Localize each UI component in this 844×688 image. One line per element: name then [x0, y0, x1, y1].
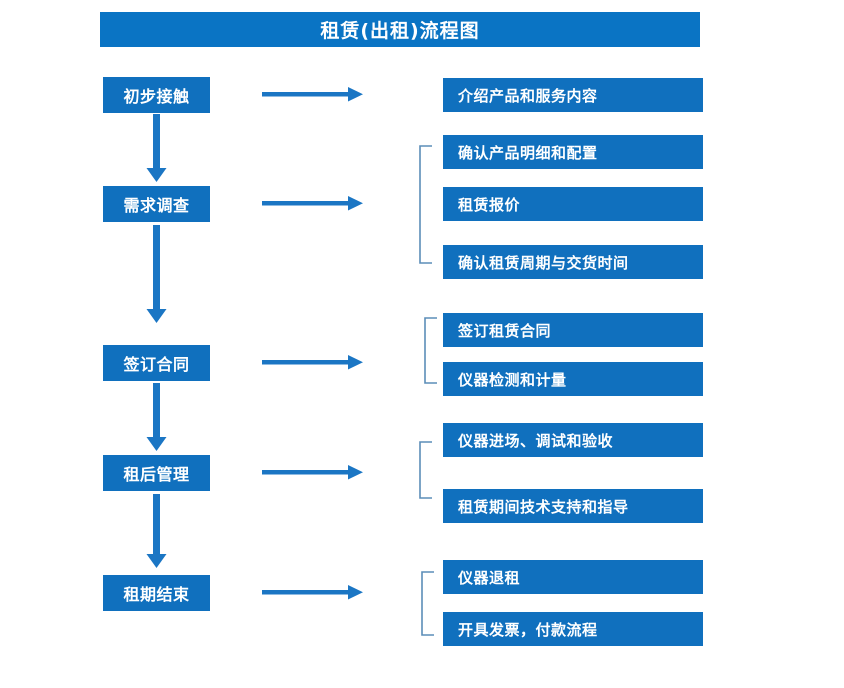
detail-box-instrument-return[interactable]: 仪器退租 — [443, 560, 703, 594]
vertical-arrow-demand-to-contract — [146, 225, 167, 323]
stage-box-demand-survey[interactable]: 需求调查 — [103, 186, 210, 222]
bracket-post-rental-management — [419, 441, 432, 499]
vertical-arrow-postrental-to-end — [146, 494, 167, 568]
detail-box-instrument-inspection[interactable]: 仪器检测和计量 — [443, 362, 703, 396]
detail-box-sign-rental-contract[interactable]: 签订租赁合同 — [443, 313, 703, 347]
vertical-arrow-contract-to-postrental — [146, 383, 167, 451]
horizontal-arrow-demand-survey — [262, 196, 363, 211]
detail-box-confirm-period-delivery[interactable]: 确认租赁周期与交货时间 — [443, 245, 703, 279]
stage-box-sign-contract[interactable]: 签订合同 — [103, 345, 210, 381]
page-title: 租赁(出租)流程图 — [100, 12, 700, 47]
horizontal-arrow-post-rental-management — [262, 465, 363, 480]
detail-box-technical-support[interactable]: 租赁期间技术支持和指导 — [443, 489, 703, 523]
stage-box-post-rental-management[interactable]: 租后管理 — [103, 455, 210, 491]
horizontal-arrow-sign-contract — [262, 355, 363, 370]
stage-box-initial-contact[interactable]: 初步接触 — [103, 77, 210, 113]
detail-box-instrument-entry-commission[interactable]: 仪器进场、调试和验收 — [443, 423, 703, 457]
detail-box-rental-quotation[interactable]: 租赁报价 — [443, 187, 703, 221]
bracket-rental-period-end — [421, 571, 434, 636]
vertical-arrow-initial-to-demand — [146, 114, 167, 182]
bracket-demand-survey — [419, 145, 432, 264]
detail-box-introduce-products[interactable]: 介绍产品和服务内容 — [443, 78, 703, 112]
stage-box-rental-period-end[interactable]: 租期结束 — [103, 575, 210, 611]
bracket-sign-contract — [424, 317, 437, 384]
horizontal-arrow-initial-contact — [262, 87, 363, 102]
horizontal-arrow-rental-period-end — [262, 585, 363, 600]
detail-box-invoice-payment[interactable]: 开具发票，付款流程 — [443, 612, 703, 646]
detail-box-confirm-product-spec[interactable]: 确认产品明细和配置 — [443, 135, 703, 169]
